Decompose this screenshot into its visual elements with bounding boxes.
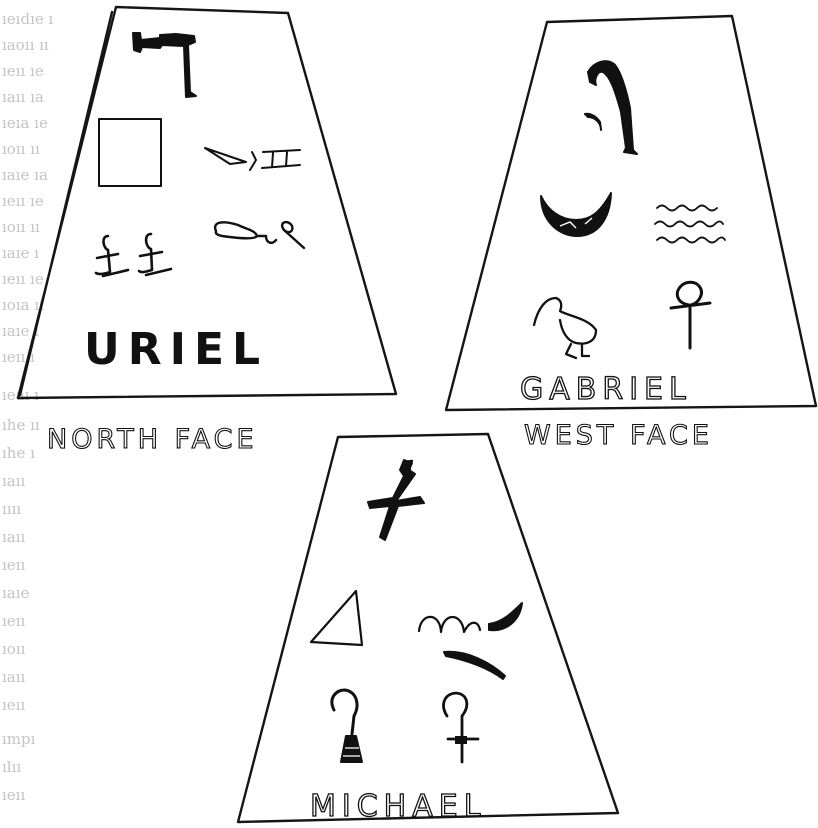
svg-text:ıoıı ıı: ıoıı ıı bbox=[2, 218, 40, 236]
curved-staff-icon bbox=[585, 61, 637, 154]
svg-text:ıııı: ıııı bbox=[2, 500, 21, 518]
svg-text:ıhe ı: ıhe ı bbox=[2, 444, 35, 462]
double-pound-icon bbox=[96, 234, 171, 276]
svg-text:ıeıı: ıeıı bbox=[2, 612, 25, 630]
svg-text:ıoıa ıı: ıoıa ıı bbox=[2, 296, 44, 314]
svg-text:ıaıı: ıaıı bbox=[2, 528, 26, 546]
water-lines-icon bbox=[655, 206, 725, 243]
square-icon bbox=[99, 119, 161, 186]
ankh-icon bbox=[671, 282, 710, 348]
reed-loop-icon bbox=[215, 222, 304, 248]
svg-text:ıaıı ıa: ıaıı ıa bbox=[2, 88, 44, 106]
svg-text:ıeıı: ıeıı bbox=[2, 786, 25, 804]
bleed-through-text: ıeıdıe ı ıaoıı ıı ıeıı ıe ıaıı ıa ıeıa ı… bbox=[2, 10, 54, 804]
north-face-name: URIEL bbox=[84, 324, 268, 375]
svg-text:ıeıı ıe: ıeıı ıe bbox=[2, 192, 44, 210]
crescent-bowl-icon bbox=[541, 193, 611, 236]
shepherd-crook-icon bbox=[332, 690, 362, 762]
north-face-panel: URIEL bbox=[18, 7, 396, 398]
michael-face-outline bbox=[238, 434, 618, 822]
svg-text:ıoıı ıı: ıoıı ıı bbox=[2, 140, 40, 158]
svg-text:ıeıı ıe: ıeıı ıe bbox=[2, 62, 44, 80]
svg-text:ıaıe ıa: ıaıe ıa bbox=[2, 166, 48, 184]
svg-text:ıaıe ı: ıaıe ı bbox=[2, 244, 39, 262]
svg-text:ıaıe: ıaıe bbox=[2, 584, 30, 602]
svg-text:ıeıı: ıeıı bbox=[2, 556, 25, 574]
hook-staff-icon bbox=[133, 33, 196, 97]
svg-text:ıeıı: ıeıı bbox=[2, 696, 25, 714]
svg-text:ıoıı: ıoıı bbox=[2, 640, 26, 658]
double-loop-crescent-icon bbox=[419, 603, 522, 679]
west-face-panel: GABRIEL bbox=[446, 16, 816, 410]
svg-text:ıaoıı ıı: ıaoıı ıı bbox=[2, 36, 49, 54]
svg-text:ımpı: ımpı bbox=[2, 730, 36, 748]
ankh-small-icon bbox=[444, 693, 478, 762]
michael-face-panel: MICHAEL bbox=[238, 434, 618, 824]
triangle-numeral-icon bbox=[205, 148, 300, 170]
svg-text:ıaıı: ıaıı bbox=[2, 472, 26, 490]
svg-text:ıeıdıe ı: ıeıdıe ı bbox=[2, 10, 54, 28]
michael-face-name: MICHAEL bbox=[310, 789, 486, 824]
forked-branch-icon bbox=[368, 460, 424, 540]
ibis-bird-icon bbox=[534, 298, 596, 358]
west-face-name: GABRIEL bbox=[520, 372, 692, 407]
triangle-icon bbox=[311, 591, 362, 645]
north-face-caption: NORTH FACE bbox=[47, 424, 258, 455]
west-face-outline bbox=[446, 16, 816, 410]
svg-text:ıaıı: ıaıı bbox=[2, 668, 26, 686]
svg-text:ıeıa ıe: ıeıa ıe bbox=[2, 114, 48, 132]
svg-text:ılıı: ılıı bbox=[2, 758, 21, 776]
svg-text:ıeıı ıe: ıeıı ıe bbox=[2, 270, 44, 288]
svg-text:ıhe ıı: ıhe ıı bbox=[2, 416, 40, 434]
west-face-caption: WEST FACE bbox=[524, 420, 713, 451]
